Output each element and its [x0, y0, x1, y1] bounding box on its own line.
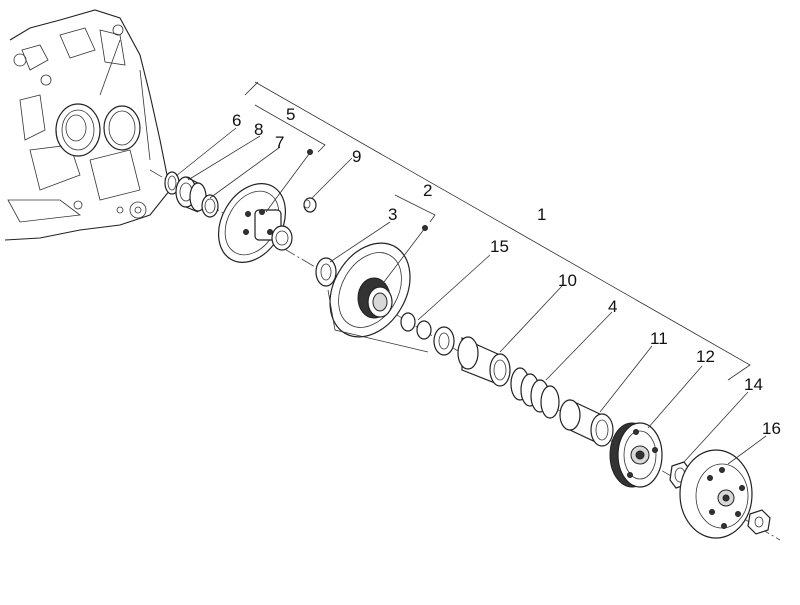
part-3-seal — [315, 257, 337, 287]
callout-8: 8 — [254, 120, 263, 139]
callout-16: 16 — [762, 419, 781, 438]
callout-14: 14 — [744, 375, 763, 394]
callout-7: 7 — [275, 133, 284, 152]
part-9-roller — [303, 197, 317, 213]
callout-3: 3 — [388, 205, 397, 224]
bracket-2 — [394, 194, 436, 223]
callout-1: 1 — [537, 205, 546, 224]
part-4-spring — [510, 367, 560, 419]
part-15-rings — [400, 312, 455, 356]
callout-5: 5 — [286, 105, 295, 124]
bracket-5 — [254, 104, 326, 153]
part-11-cylinder — [559, 399, 614, 447]
callout-11: 11 — [650, 329, 668, 348]
callout-9: 9 — [352, 147, 361, 166]
callout-6: 6 — [232, 111, 241, 130]
callout-12: 12 — [696, 347, 715, 366]
callout-4: 4 — [608, 297, 617, 316]
bracket-1 — [254, 81, 751, 381]
leader-lines — [175, 127, 767, 465]
crankcase-housing — [4, 9, 171, 241]
shaft-nut — [747, 509, 771, 535]
part-10-sleeve — [457, 336, 511, 387]
part-12-clutch — [609, 422, 663, 488]
part-16-clutch-bell — [679, 449, 753, 539]
callout-10: 10 — [558, 271, 577, 290]
callout-2: 2 — [423, 181, 432, 200]
callout-15: 15 — [490, 237, 509, 256]
part-5-fixed-pulley — [217, 183, 293, 263]
part-7-bearing — [201, 194, 219, 218]
part-2-movable-pulley — [329, 242, 411, 338]
